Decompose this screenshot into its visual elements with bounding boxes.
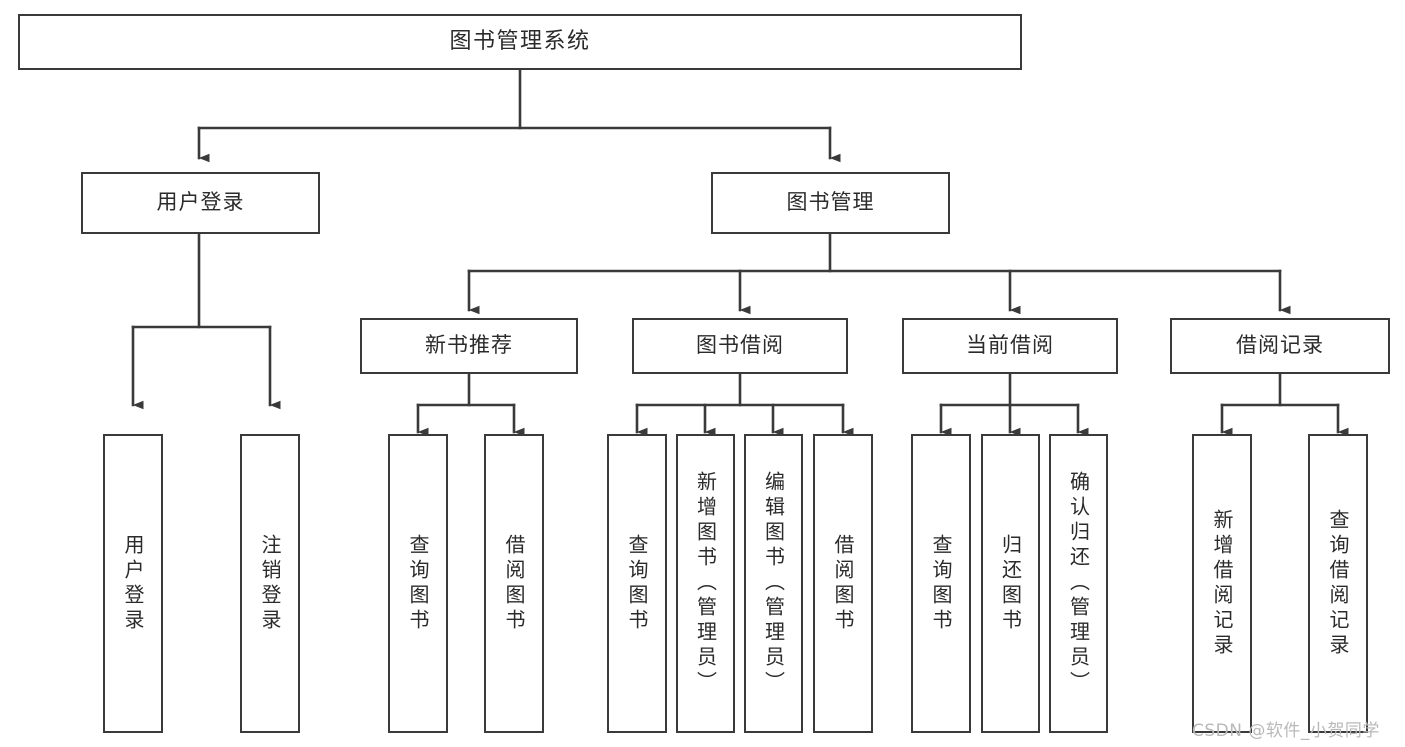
node-label: 查询图书 [625,533,649,634]
leaf-borrow-add-book-admin[interactable]: 新增图书（管理员） [676,434,735,733]
node-label: 借阅记录 [1236,333,1324,358]
node-label: 编辑图书（管理员） [761,471,786,696]
node-book-management[interactable]: 图书管理 [711,172,950,234]
node-label: 借阅图书 [831,533,855,634]
node-label: 确认归还（管理员） [1066,471,1091,696]
node-label: 图书借阅 [696,333,784,358]
node-root-book-management-system[interactable]: 图书管理系统 [18,14,1022,70]
leaf-current-return-book[interactable]: 归还图书 [981,434,1040,733]
node-label: 新增借阅记录 [1210,508,1234,659]
node-book-borrow[interactable]: 图书借阅 [632,318,848,374]
node-label: 查询借阅记录 [1326,508,1350,659]
leaf-record-add-borrow-record[interactable]: 新增借阅记录 [1192,434,1252,733]
node-user-login[interactable]: 用户登录 [81,172,320,234]
leaf-borrow-borrow-book[interactable]: 借阅图书 [813,434,873,733]
leaf-borrow-query-book[interactable]: 查询图书 [607,434,667,733]
leaf-recommend-borrow-book[interactable]: 借阅图书 [484,434,544,733]
csdn-watermark: CSDN @软件_小贺同学 [1192,721,1380,741]
node-label: 查询图书 [406,533,430,634]
node-current-borrow[interactable]: 当前借阅 [902,318,1118,374]
leaf-current-query-book[interactable]: 查询图书 [911,434,971,733]
node-label: 当前借阅 [966,333,1054,358]
leaf-recommend-query-book[interactable]: 查询图书 [388,434,448,733]
node-label: 用户登录 [121,533,145,634]
leaf-borrow-edit-book-admin[interactable]: 编辑图书（管理员） [744,434,803,733]
node-label: 注销登录 [258,533,282,634]
node-label: 新书推荐 [425,333,513,358]
leaf-record-query-borrow-record[interactable]: 查询借阅记录 [1308,434,1368,733]
node-new-book-recommend[interactable]: 新书推荐 [360,318,578,374]
node-label: 图书管理 [786,190,875,215]
leaf-current-confirm-return-admin[interactable]: 确认归还（管理员） [1049,434,1108,733]
node-label: 借阅图书 [502,533,526,634]
node-label: 查询图书 [929,533,953,634]
node-borrow-record[interactable]: 借阅记录 [1170,318,1390,374]
node-label: 归还图书 [998,533,1023,634]
node-label: 用户登录 [156,190,245,215]
node-label: 图书管理系统 [449,28,591,54]
leaf-user-login[interactable]: 用户登录 [103,434,163,733]
leaf-logout-login[interactable]: 注销登录 [240,434,300,733]
node-label: 新增图书（管理员） [693,471,718,696]
